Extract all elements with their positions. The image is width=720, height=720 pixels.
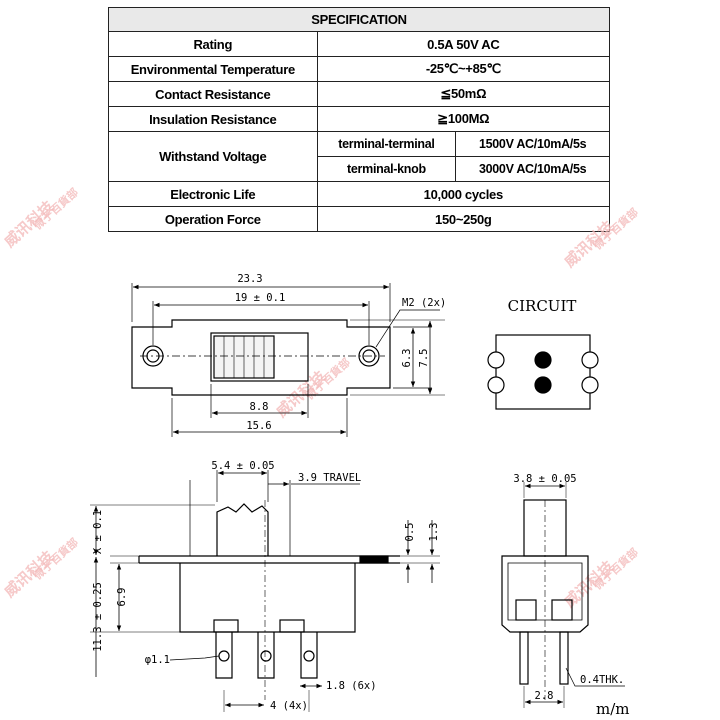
svg-text:威讯科技: 威讯科技: [1, 197, 58, 251]
spec-sub-terminal-knob: terminal-knob: [316, 156, 457, 182]
spec-label-withstand-voltage: Withstand Voltage: [108, 131, 318, 182]
spec-value-terminal-knob: 3000V AC/10mA/5s: [455, 156, 610, 182]
front-view: [90, 470, 440, 712]
dim-pin-spacing: 2.8: [535, 690, 554, 702]
watermark-center: 威讯科技 微子百貨部: [273, 355, 353, 421]
dim-pin-hole: φ1.1: [145, 654, 170, 666]
watermark-left: 威讯科技 微子百貨部: [1, 185, 81, 251]
spec-sub-terminal-terminal: terminal-terminal: [316, 131, 457, 157]
spec-title: SPECIFICATION: [108, 7, 610, 32]
dim-actuator-width: 5.4 ± 0.05: [211, 460, 274, 472]
circuit-title: CIRCUIT: [508, 297, 577, 315]
dim-overall-height: 11.3 ± 0.25: [92, 582, 104, 652]
svg-text:威讯科技: 威讯科技: [561, 217, 618, 271]
dim-overall-width: 23.3: [237, 273, 262, 285]
dim-flange-height: 1.3: [428, 523, 440, 542]
svg-text:威讯科技: 威讯科技: [1, 547, 58, 601]
watermark-right: 威讯科技 微子百貨部: [561, 205, 641, 271]
spec-label-contact-resistance: Contact Resistance: [108, 81, 318, 107]
dim-pin-pitch: 4 (4x): [270, 700, 308, 712]
watermark-lower-right: 威讯科技 微子百貨部: [561, 545, 641, 611]
dim-flange-thickness: 0.5: [404, 523, 416, 542]
watermark-lower-left: 威讯科技 微子百貨部: [1, 535, 81, 601]
svg-text:威讯科技: 威讯科技: [561, 557, 618, 611]
spec-label-operation-force: Operation Force: [108, 206, 318, 232]
dim-travel: 3.9 TRAVEL: [298, 472, 361, 484]
spec-value-electronic-life: 10,000 cycles: [316, 181, 611, 207]
dim-body-width: 15.6: [246, 420, 271, 432]
circuit-diagram: [487, 334, 599, 410]
top-view: [131, 283, 445, 437]
dim-slot-width: 8.8: [250, 401, 269, 413]
dim-body-height: 6.9: [116, 588, 128, 607]
dim-hole-spacing: 19 ± 0.1: [235, 292, 286, 304]
spec-label-electronic-life: Electronic Life: [108, 181, 318, 207]
dim-pin-width: 1.8 (6x): [326, 680, 377, 692]
dim-actuator-height: X ± 0.1: [92, 510, 104, 554]
side-view: [501, 482, 625, 708]
spec-value-operation-force: 150~250g: [316, 206, 611, 232]
spec-value-terminal-terminal: 1500V AC/10mA/5s: [455, 131, 610, 157]
dim-side-actuator-width: 3.8 ± 0.05: [513, 473, 576, 485]
units-label: m/m: [596, 700, 630, 718]
dim-height-outer: 7.5: [418, 349, 430, 368]
dim-thickness: 0.4THK.: [580, 674, 624, 686]
dim-height-inner: 6.3: [401, 349, 413, 368]
spec-value-insulation-resistance: ≧100MΩ: [316, 106, 611, 132]
spec-value-temperature: -25℃~+85℃: [316, 56, 611, 82]
spec-value-contact-resistance: ≦50mΩ: [316, 81, 611, 107]
dim-hole-note: M2 (2x): [402, 297, 446, 309]
spec-value-rating: 0.5A 50V AC: [316, 31, 611, 57]
